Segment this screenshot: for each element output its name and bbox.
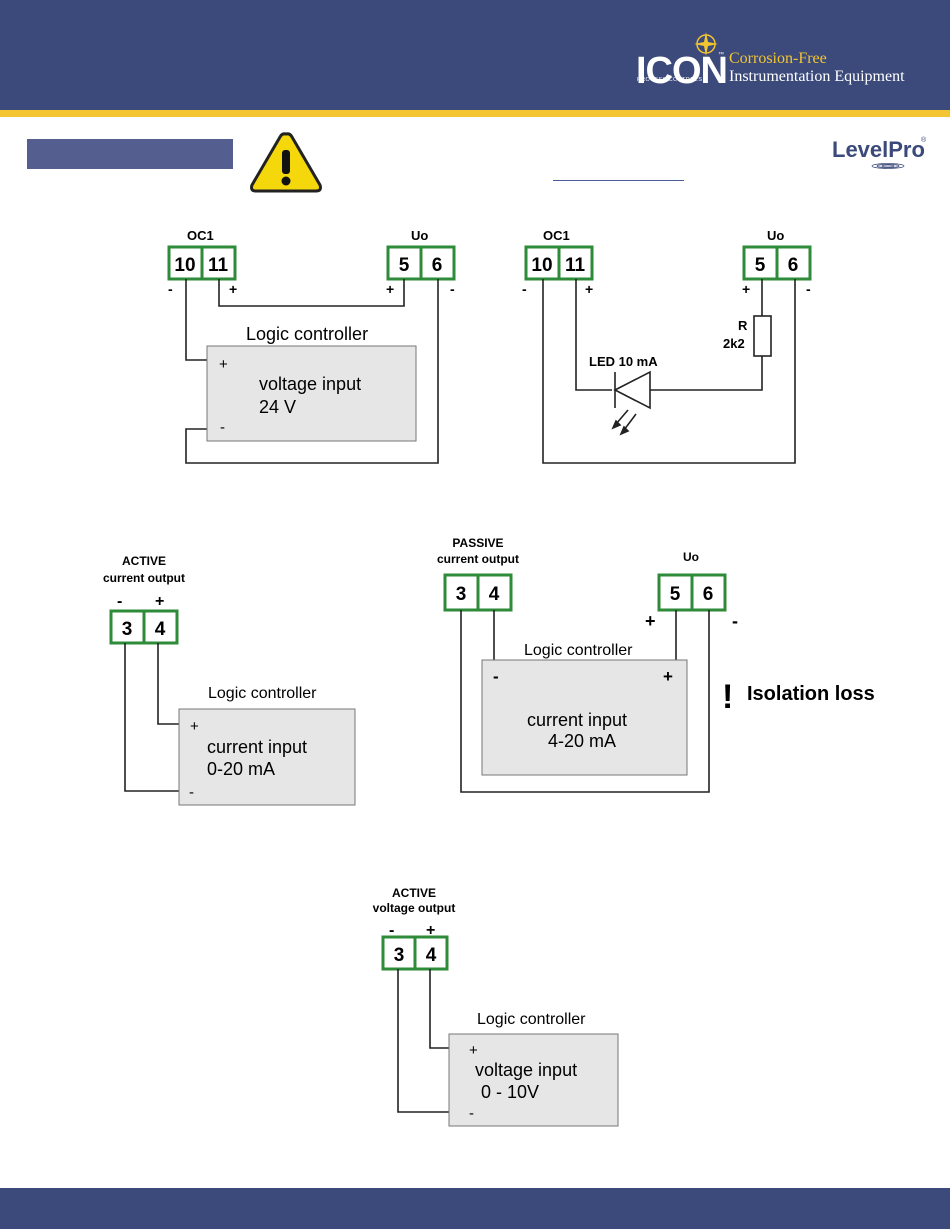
- page-footer: [0, 1188, 950, 1229]
- svg-text:+: +: [190, 718, 199, 735]
- svg-text:current input: current input: [207, 737, 307, 757]
- svg-text:6: 6: [703, 584, 714, 605]
- svg-text:0 - 10V: 0 - 10V: [481, 1082, 539, 1102]
- svg-text:0-20 mA: 0-20 mA: [207, 759, 275, 779]
- diagram-passive-current-output: PASSIVE current output Uo 3 4 5 6 + - Lo…: [437, 536, 875, 793]
- svg-text:OC1: OC1: [543, 228, 570, 243]
- svg-text:+: +: [229, 281, 237, 297]
- svg-text:+: +: [426, 922, 435, 939]
- svg-text:+: +: [585, 281, 593, 297]
- compass-star-icon: [694, 32, 718, 56]
- svg-text:-: -: [806, 281, 811, 297]
- brand-trademark: ™: [718, 52, 724, 58]
- svg-text:PASSIVE: PASSIVE: [452, 536, 503, 550]
- brand-sub: PROCESS CONTROLS: [637, 77, 703, 83]
- svg-text:voltage input: voltage input: [475, 1060, 577, 1080]
- levelpro-logo: LevelPro ®: [832, 136, 927, 169]
- svg-text:-: -: [168, 281, 173, 297]
- svg-text:3: 3: [394, 945, 405, 966]
- svg-text:3: 3: [122, 619, 133, 640]
- led-icon: [611, 370, 651, 436]
- svg-text:4: 4: [155, 619, 166, 640]
- svg-text:-: -: [469, 1105, 474, 1122]
- svg-text:6: 6: [432, 255, 443, 276]
- svg-text:current input: current input: [527, 710, 627, 730]
- svg-text:-: -: [189, 784, 194, 801]
- svg-text:LED 10 mA: LED 10 mA: [589, 354, 658, 369]
- svg-text:-: -: [450, 281, 455, 297]
- resistor-icon: [753, 315, 772, 357]
- svg-text:+: +: [742, 281, 750, 297]
- svg-text:+: +: [386, 281, 394, 297]
- svg-text:-: -: [522, 281, 527, 297]
- svg-text:current output: current output: [437, 552, 519, 566]
- svg-text:ACTIVE: ACTIVE: [392, 886, 436, 900]
- svg-text:Uo: Uo: [767, 228, 784, 243]
- diagram-oc1-led: OC1 Uo 10 11 5 6 - + + - R 2k2 LED 1: [522, 228, 812, 464]
- svg-text:current output: current output: [103, 571, 185, 585]
- svg-text:4: 4: [489, 584, 500, 605]
- svg-text:6: 6: [788, 255, 799, 276]
- svg-text:+: +: [219, 356, 228, 373]
- svg-text:voltage output: voltage output: [373, 901, 456, 915]
- svg-text:5: 5: [670, 584, 681, 605]
- box-title: Logic controller: [246, 324, 368, 344]
- svg-text:5: 5: [755, 255, 766, 276]
- svg-text:LevelPro: LevelPro: [832, 137, 925, 162]
- diagram-active-voltage-output: ACTIVE voltage output - + 3 4 Logic cont…: [373, 886, 619, 1127]
- oc1-label: OC1: [187, 228, 214, 243]
- brand-tagline-1: Corrosion-Free: [729, 50, 827, 67]
- svg-text:-: -: [220, 419, 225, 436]
- svg-text:Logic controller: Logic controller: [524, 642, 633, 659]
- brand-tagline-2: Instrumentation Equipment: [729, 68, 905, 85]
- svg-text:5: 5: [399, 255, 410, 276]
- svg-text:4: 4: [426, 945, 437, 966]
- svg-text:Logic controller: Logic controller: [477, 1011, 586, 1028]
- svg-text:10: 10: [531, 255, 552, 276]
- link-underline[interactable]: [553, 180, 684, 181]
- svg-text:+: +: [663, 667, 673, 686]
- isolation-loss-label: Isolation loss: [747, 683, 875, 705]
- svg-text:+: +: [469, 1042, 478, 1059]
- svg-text:24 V: 24 V: [259, 397, 296, 417]
- diagram-oc1-logic-controller: OC1 Uo 10 11 5 6 - + + - Logic controlle…: [167, 228, 456, 464]
- svg-text:10: 10: [174, 255, 195, 276]
- svg-text:R: R: [738, 318, 748, 333]
- svg-text:-: -: [117, 593, 122, 610]
- svg-text:11: 11: [565, 255, 586, 276]
- warning-exclamation-icon: !: [722, 678, 733, 716]
- svg-text:-: -: [732, 611, 738, 631]
- svg-text:2k2: 2k2: [723, 336, 745, 351]
- diagram-active-current-output: ACTIVE current output - + 3 4 Logic cont…: [103, 554, 356, 806]
- svg-text:11: 11: [208, 255, 229, 276]
- svg-text:®: ®: [921, 136, 927, 144]
- logic-controller-box: [206, 345, 417, 442]
- warning-triangle-icon: [250, 132, 322, 193]
- svg-text:+: +: [645, 611, 656, 631]
- svg-text:ACTIVE: ACTIVE: [122, 554, 166, 568]
- header-accent-stripe: [0, 110, 950, 117]
- svg-text:4-20 mA: 4-20 mA: [548, 731, 616, 751]
- svg-text:-: -: [493, 667, 499, 686]
- svg-text:3: 3: [456, 584, 467, 605]
- svg-text:Uo: Uo: [683, 550, 699, 564]
- page-header: [0, 0, 950, 110]
- svg-text:Logic controller: Logic controller: [208, 685, 317, 702]
- section-title-bar: [27, 139, 233, 169]
- svg-text:-: -: [389, 922, 394, 939]
- svg-text:+: +: [155, 593, 164, 610]
- brand-word: ICON: [636, 50, 728, 92]
- svg-text:voltage input: voltage input: [259, 374, 361, 394]
- uo-label: Uo: [411, 228, 428, 243]
